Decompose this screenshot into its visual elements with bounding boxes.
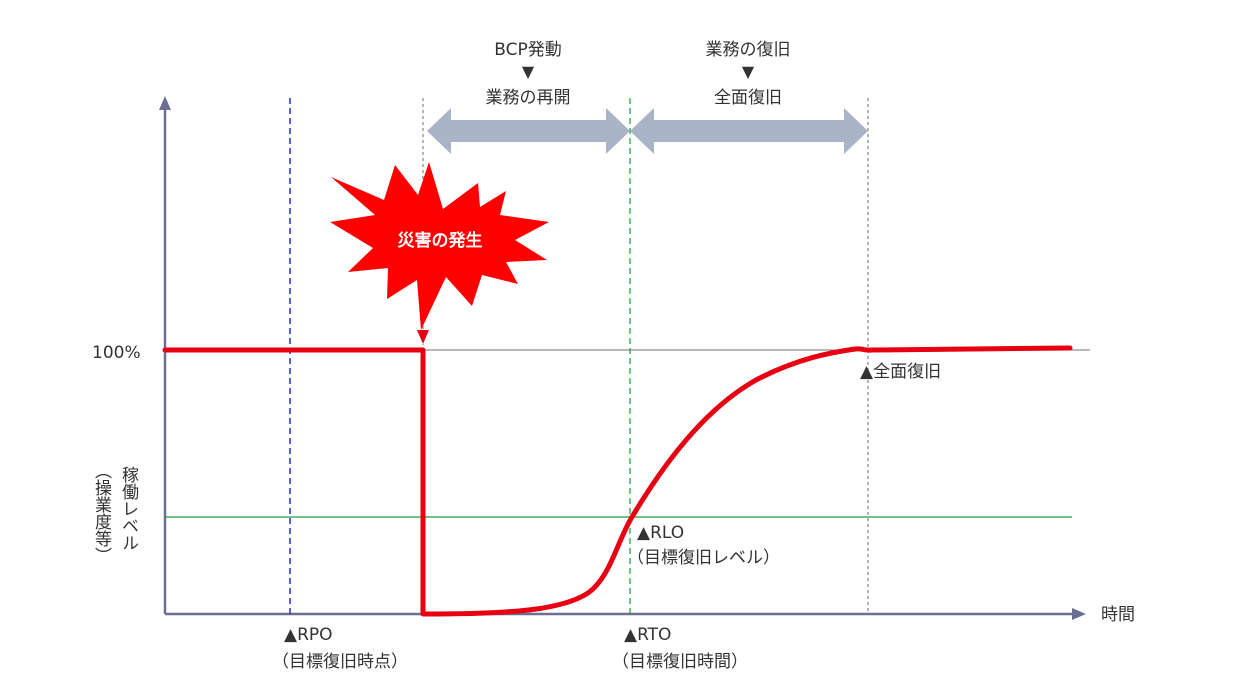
- x-axis-label: 時間: [1101, 605, 1135, 625]
- y-tick-100-label: 100%: [92, 343, 141, 363]
- full-recovery-phase-label: 全面復旧: [714, 88, 782, 108]
- bcp-phase-arrow: [427, 108, 630, 154]
- business-resume-label: 業務の再開: [486, 88, 571, 108]
- rlo-marker-label: ▲RLO: [637, 523, 684, 543]
- rpo-marker-label: ▲RPO: [284, 625, 333, 645]
- disaster-burst-shape: [330, 162, 549, 330]
- x-axis-arrowhead: [1072, 608, 1086, 620]
- rto-marker-label: ▲RTO: [624, 625, 671, 645]
- y-axis-label-sub: （操業度等）: [91, 462, 112, 564]
- disaster-label: 災害の発生: [398, 230, 483, 251]
- rlo-description: （目標復旧レベル）: [627, 548, 780, 568]
- disaster-point-arrow: [417, 330, 429, 344]
- business-recovery-label: 業務の復旧: [706, 40, 791, 60]
- y-axis-label-main: 稼働レベル: [118, 466, 139, 551]
- operating-level-curve: [162, 345, 1073, 617]
- bcp-activation-label: BCP発動: [494, 40, 562, 60]
- full-recovery-marker-label: ▲全面復旧: [860, 362, 941, 382]
- recovery-phase-arrow: [630, 108, 868, 154]
- y-axis-arrowhead: [159, 96, 171, 110]
- bcp-down-marker: ▼: [522, 62, 535, 81]
- recovery-down-marker: ▼: [742, 62, 755, 81]
- rto-description: （目標復旧時間）: [612, 652, 748, 672]
- rpo-description: （目標復旧時点）: [272, 652, 408, 672]
